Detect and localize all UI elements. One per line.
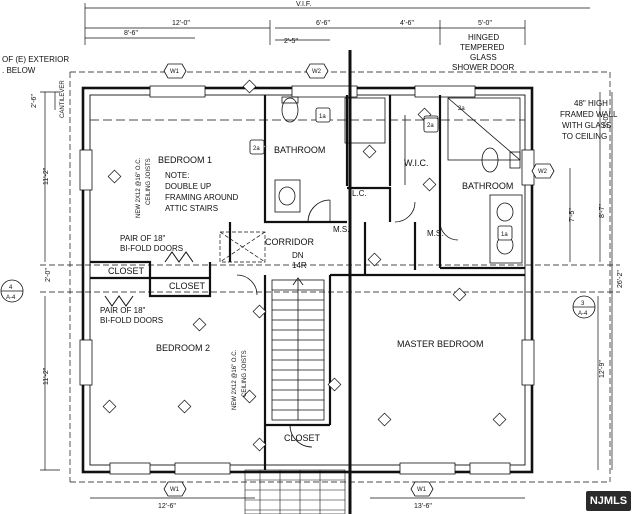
exterior-note-line1: OF (E) EXTERIOR [2,55,69,64]
dim-right-overall: 26'-2" [617,270,624,288]
dimension-lines [40,3,613,499]
smoke-detector-label-2: M.S. [427,229,443,238]
stoop-hatch [244,469,346,514]
room-label-closet1: CLOSET [108,266,145,276]
stairs [271,277,325,421]
dim-left-mid: 2'-0" [45,268,52,282]
dim-top-left: 12'-0" [172,20,190,27]
stair-riser-label: 14R [292,261,307,270]
bifold-note1-line1: PAIR OF 18" [120,234,166,243]
dim-right-mid: 7'-5" [569,208,576,222]
shower-note-line1: HINGED [468,33,499,42]
attic-note-line2: DOUBLE UP [165,182,211,191]
interior-walls [90,95,525,470]
window-tag-w2-right: W2 [538,169,548,175]
dim-right-lower: 12'-9" [599,360,606,378]
window-tag-shapes [0,63,596,497]
fixture-tag-1a-vanity: 1a [501,232,508,238]
tag-text: 4 A-4 3 A-4 W1 W2 W2 W1 W1 1a 2a 2a 2a 1… [6,69,588,493]
cantilever-label: CANTILEVER [60,80,66,118]
dim-bottom-right: 13'-6" [414,503,432,510]
door-swings [236,199,459,448]
section-right-number: 3 [581,301,585,307]
window-tag-w1-bottom-left: W1 [170,487,180,493]
bifold-doors [104,251,194,307]
wall-note-line4: TO CEILING [562,132,607,141]
wall-note-line1: 48" HIGH [574,99,608,108]
joists-label-2b: CEILING JOISTS [242,350,248,397]
joists-label-1b: CEILING JOISTS [146,158,152,205]
room-label-closet3: CLOSET [284,433,321,443]
exterior-note-line2: . BELOW [2,66,36,75]
dim-top-sub-left: 8'-6" [124,30,138,37]
room-label-lc: L.C. [352,189,367,198]
bifold-note2-line2: BI-FOLD DOORS [100,316,163,325]
room-and-note-text: CANTILEVER OF (E) EXTERIOR . BELOW HINGE… [2,33,618,443]
attic-note-line1: NOTE: [165,171,189,180]
room-label-bathroom2: BATHROOM [462,181,513,191]
window-openings [79,85,535,475]
watermark-logo: NJMLS [586,491,631,511]
room-label-wic: W.I.C. [404,158,429,168]
dim-left-upper: 11'-2" [43,167,50,185]
dim-top-right-a: 4'-6" [400,20,414,27]
attic-note-line3: FRAMING AROUND [165,193,239,202]
smoke-detector-label-1: M.S. [333,225,349,234]
dim-right-top: 3'-0" [603,114,610,128]
fixture-tag-2a-shower: 2a [458,106,465,112]
stair-down-label: DN [292,251,304,260]
fixture-tag-2a-bath: 2a [253,146,260,152]
shower-note-line4: SHOWER DOOR [452,63,514,72]
room-label-bedroom2: BEDROOM 2 [156,343,210,353]
wall-type-tags [102,79,507,452]
section-right-sheet: A-4 [578,311,588,317]
plumbing-fixtures [274,96,523,264]
section-left-number: 4 [9,285,13,291]
dim-left-top: 2'-6" [31,94,38,108]
room-label-bedroom1: BEDROOM 1 [158,155,212,165]
dimension-text: V.I.F. 12'-0" 8'-6" 2'-5" 6'-6" 4'-6" 5'… [31,1,624,510]
wall-note-line3: WITH GLASS [562,121,611,130]
room-label-corridor: CORRIDOR [265,237,314,247]
joists-label-2a: NEW 2X12 @16" O.C. [232,349,238,410]
dim-top-center-a: 2'-5" [284,38,298,45]
bifold-note1-line2: BI-FOLD DOORS [120,244,183,253]
attic-note-line4: ATTIC STAIRS [165,204,218,213]
dim-top-right-b: 5'-0" [478,20,492,27]
dim-bottom-left: 12'-6" [158,503,176,510]
window-tag-w2-top: W2 [312,69,322,75]
section-left-sheet: A-4 [6,295,16,301]
dim-top-overall: V.I.F. [296,1,311,8]
fixture-tag-1a: 1a [319,114,326,120]
section-marker-lines [1,290,595,308]
window-tag-w1-top: W1 [170,69,180,75]
dim-top-center-b: 6'-6" [316,20,330,27]
attic-hatch [219,231,266,263]
window-tag-w1-bottom-right: W1 [417,487,427,493]
wall-note-line2: FRAMED WALL [560,110,618,119]
joists-label-1a: NEW 2X12 @16" O.C. [136,157,142,218]
shower-note-line3: GLASS [470,53,497,62]
room-label-bathroom1: BATHROOM [274,145,325,155]
dim-right-upper: 8'-7" [599,204,606,218]
fixture-tag-2a-wic: 2a [427,123,434,129]
shower-note-line2: TEMPERED [460,43,505,52]
bifold-note2-line1: PAIR OF 18" [100,306,146,315]
dim-left-lower: 11'-2" [43,367,50,385]
room-label-master-bedroom: MASTER BEDROOM [397,339,484,349]
room-label-closet2: CLOSET [169,281,206,291]
